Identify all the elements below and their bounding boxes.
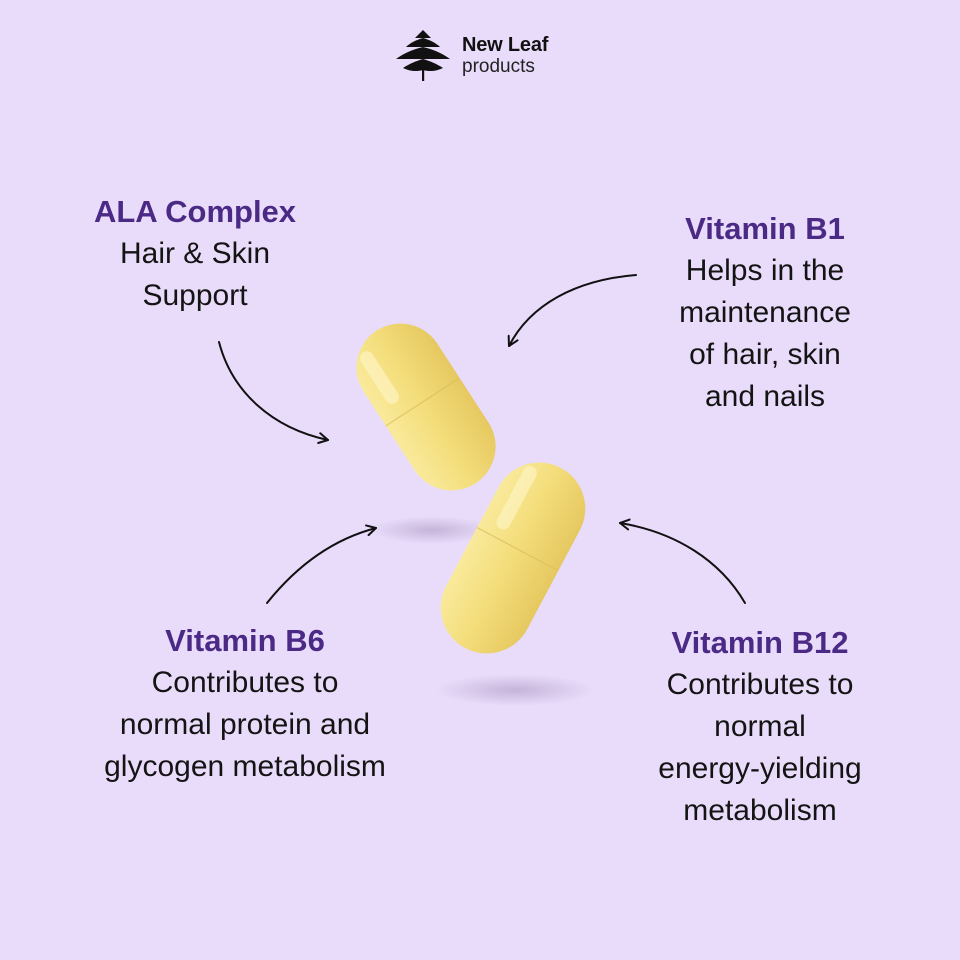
brand-name: New Leaf bbox=[462, 33, 549, 56]
brand-tagline: products bbox=[462, 55, 535, 77]
callout-description: Helps in the maintenance of hair, skin a… bbox=[679, 254, 851, 413]
capsule-upper bbox=[356, 323, 496, 491]
callout-title: ALA Complex bbox=[93, 194, 297, 229]
arrow-b12 bbox=[619, 518, 746, 604]
arrow-b1 bbox=[507, 274, 637, 347]
callout-vitamin-b12: Vitamin B12 Contributes to normal energy… bbox=[615, 622, 905, 832]
callout-description: Hair & Skin Support bbox=[119, 237, 271, 312]
callout-ala-complex: ALA Complex Hair & Skin Support bbox=[60, 191, 330, 317]
callout-title: Vitamin B6 bbox=[165, 623, 325, 658]
callout-description: Contributes to normal protein and glycog… bbox=[104, 666, 386, 783]
callout-title: Vitamin B1 bbox=[685, 211, 845, 246]
capsule-shadow bbox=[370, 516, 494, 544]
callout-title: Vitamin B12 bbox=[671, 625, 849, 660]
callout-description: Contributes to normal energy-yielding me… bbox=[658, 668, 862, 827]
leaf-tree-icon bbox=[396, 30, 450, 81]
capsule-shadow bbox=[435, 674, 595, 706]
arrow-b6 bbox=[266, 524, 377, 604]
callout-vitamin-b1: Vitamin B1 Helps in the maintenance of h… bbox=[630, 208, 900, 418]
callout-vitamin-b6: Vitamin B6 Contributes to normal protein… bbox=[60, 620, 430, 788]
brand-logo: New Leaf products bbox=[394, 26, 548, 84]
capsule-lower bbox=[440, 462, 586, 654]
brand-wordmark: New Leaf products bbox=[462, 35, 548, 76]
arrow-ala bbox=[218, 341, 329, 444]
